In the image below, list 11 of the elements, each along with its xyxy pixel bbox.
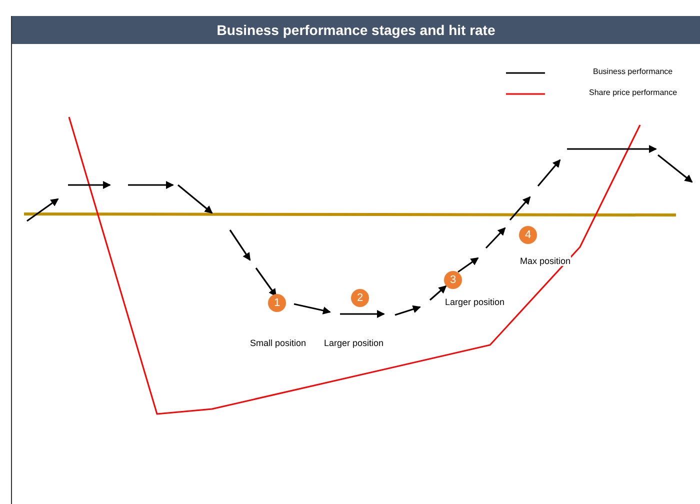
title-bar: Business performance stages and hit rate — [12, 16, 700, 44]
step-number-circle: 2 — [351, 289, 369, 307]
step-number-circle: 3 — [444, 271, 462, 289]
position-label: Larger position — [445, 297, 505, 307]
legend-label: Business performance — [593, 67, 673, 76]
position-label: Larger position — [324, 338, 384, 348]
step-number-circle: 1 — [268, 294, 286, 312]
step-number-circle: 4 — [519, 226, 537, 244]
position-label: Max position — [520, 256, 571, 266]
position-label: Small position — [250, 338, 306, 348]
legend-label: Share price performance — [589, 88, 678, 97]
